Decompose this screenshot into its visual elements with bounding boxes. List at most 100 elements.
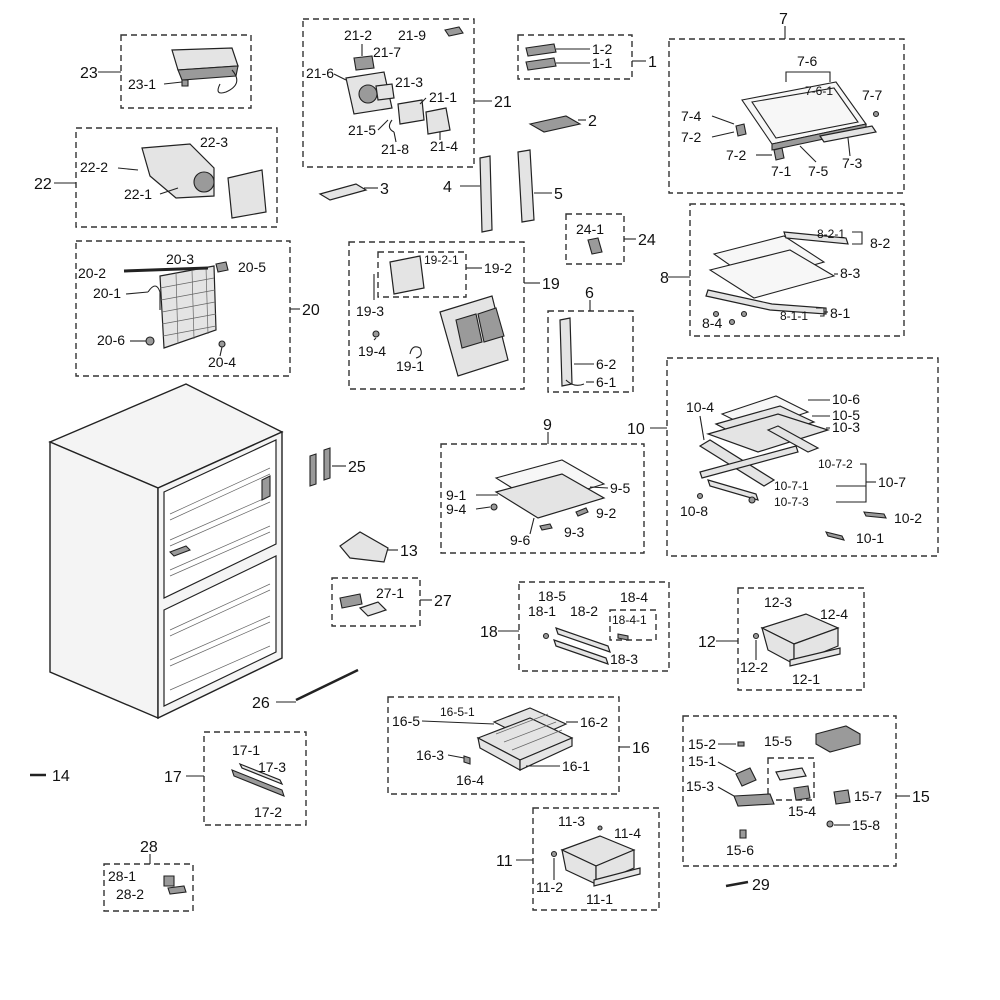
assembly-17-rail: 17 17-1 17-3 17-2 — [164, 731, 307, 826]
label-12-3: 12-3 — [764, 594, 792, 610]
label-11-1: 11-1 — [586, 891, 613, 907]
assembly-27-box — [331, 577, 421, 627]
label-15-7: 15-7 — [854, 788, 882, 804]
part-27-b — [358, 601, 388, 617]
assembly-7-box — [668, 38, 905, 194]
label-10-4: 10-4 — [686, 399, 714, 415]
assembly-10-box — [666, 357, 939, 557]
label-7-7: 7-7 — [862, 87, 882, 103]
label-10-7-3: 10-7-3 — [774, 495, 809, 509]
label-8-4: 8-4 — [702, 315, 722, 331]
label-21-3: 21-3 — [395, 74, 423, 90]
label-15-6: 15-6 — [726, 842, 754, 858]
label-10-6: 10-6 — [832, 391, 860, 407]
label-20-3: 20-3 — [166, 251, 194, 267]
label-10: 10 — [627, 421, 645, 438]
label-15-4: 15-4 — [788, 803, 816, 819]
label-18-3: 18-3 — [610, 651, 638, 667]
assembly-9-box — [440, 443, 645, 554]
assembly-11-drawer: 11 11-3 11-4 11-2 11-1 — [496, 807, 660, 911]
assembly-17-box — [203, 731, 307, 826]
label-6-2: 6-2 — [596, 356, 616, 372]
label-15-8: 15-8 — [852, 817, 880, 833]
assembly-18-drawer-rails: 18 18-5 18-1 18-2 18-4 18-4-1 18-3 — [480, 581, 670, 672]
label-16-2: 16-2 — [580, 714, 608, 730]
label-21-7: 21-7 — [373, 44, 401, 60]
label-20-2: 20-2 — [78, 265, 106, 281]
label-16-5: 16-5 — [392, 713, 420, 729]
assembly-24: 24-1 24 — [565, 213, 656, 265]
part-28-2 — [167, 885, 187, 895]
label-10-7-2: 10-7-2 — [818, 457, 853, 471]
label-11: 11 — [496, 853, 513, 870]
label-8: 8 — [660, 270, 669, 287]
assembly-8-box — [689, 203, 905, 337]
parts-4-5-rails: 4 5 — [443, 149, 563, 233]
label-7-3: 7-3 — [842, 155, 862, 171]
label-15-1: 15-1 — [688, 753, 716, 769]
filter-2 — [528, 115, 582, 133]
assembly-1-box — [517, 34, 633, 80]
part-24-1 — [587, 237, 603, 255]
label-20-6: 20-6 — [97, 332, 125, 348]
dispenser-part-19-2-1 — [389, 255, 425, 295]
assembly-10-shelf: 10 10-4 10-6 10-5 10-3 10-7-2 10-7-1 10-… — [627, 357, 939, 557]
label-15-2: 15-2 — [688, 736, 716, 752]
label-26: 26 — [252, 695, 270, 712]
label-23-1: 23-1 — [128, 76, 156, 92]
label-20-1: 20-1 — [93, 285, 121, 301]
label-12-1: 12-1 — [792, 671, 820, 687]
part-15-1 — [735, 767, 757, 787]
label-17-2: 17-2 — [254, 804, 282, 820]
label-22: 22 — [34, 176, 52, 193]
label-9-5: 9-5 — [610, 480, 630, 496]
fan-cover-21-9 — [444, 26, 464, 37]
bracket-7-2a — [735, 123, 747, 137]
label-7-2a: 7-2 — [681, 129, 701, 145]
shelf-tray-10-3 — [706, 413, 830, 453]
assembly-19-dispenser: 19 19-2-1 19-2 19-3 19-4 19-1 — [348, 241, 560, 390]
assembly-18-box — [518, 581, 670, 672]
drawer-rail-11-1 — [593, 867, 641, 887]
label-9-1: 9-1 — [446, 487, 466, 503]
label-2: 2 — [588, 113, 597, 130]
part-15-5 — [775, 767, 807, 781]
assembly-11-box — [532, 807, 660, 911]
label-19-3: 19-3 — [356, 303, 384, 319]
rod-26 — [295, 668, 359, 702]
assembly-1-hinge-covers: 1-2 1-1 1 — [517, 34, 657, 80]
label-23: 23 — [80, 65, 98, 82]
label-11-4: 11-4 — [614, 825, 641, 841]
label-10-8: 10-8 — [680, 503, 708, 519]
fan-motor-21-2 — [353, 55, 375, 71]
assembly-15-5-box — [767, 757, 815, 801]
label-21: 21 — [494, 94, 512, 111]
rail-10-7-1 — [707, 479, 759, 501]
label-9-2: 9-2 — [596, 505, 616, 521]
assembly-20-evaporator: 20 20-2 20-3 20-5 20-1 20-6 20-4 — [75, 240, 320, 377]
label-9-3: 9-3 — [564, 524, 584, 540]
label-1-2: 1-2 — [592, 41, 612, 57]
fresh-food-compartment — [163, 439, 277, 599]
assembly-12-drawer: 12 12-3 12-4 12-2 12-1 — [698, 587, 865, 691]
label-28-2: 28-2 — [116, 886, 144, 902]
label-14: 14 — [52, 768, 70, 785]
label-7-4: 7-4 — [681, 108, 701, 124]
damper-21-4 — [425, 107, 451, 135]
label-28: 28 — [140, 839, 158, 856]
bracket-3 — [318, 183, 368, 201]
assembly-16-freezer-basket: 16 16-5-1 16-5 16-2 16-3 16-4 16-1 — [387, 696, 650, 795]
fan-bracket-21-7 — [375, 83, 395, 101]
rail-5 — [517, 149, 535, 223]
label-7-1: 7-1 — [771, 163, 791, 179]
label-17-1: 17-1 — [232, 742, 260, 758]
ice-maker-screw — [181, 79, 189, 87]
part-15-8 — [826, 820, 834, 828]
ice-maker-harness — [217, 69, 238, 94]
part-15-3 — [733, 793, 775, 807]
control-board-15 — [815, 725, 861, 753]
label-28-1: 28-1 — [108, 868, 136, 884]
label-16: 16 — [632, 740, 650, 757]
label-19-1: 19-1 — [396, 358, 424, 374]
